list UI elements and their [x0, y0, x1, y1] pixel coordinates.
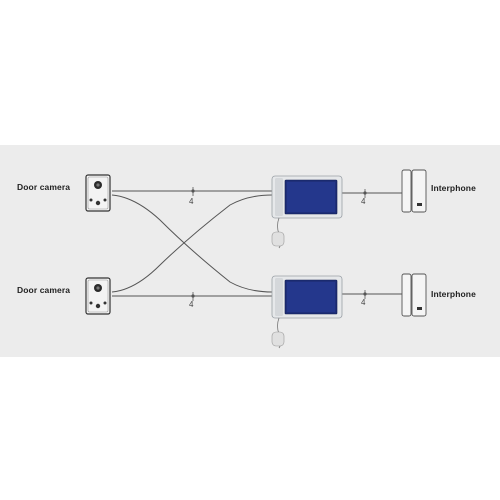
wire-count-camera-top: 4 [189, 197, 194, 206]
wire-count-interphone-bottom: 4 [361, 298, 366, 307]
wire-camera-bottom-to-monitor-top [111, 194, 273, 293]
door-camera-top-label: Door camera [17, 182, 71, 192]
interphone-top-icon [401, 169, 427, 213]
door-camera-bottom-icon [85, 277, 111, 315]
interphone-bottom-icon [401, 273, 427, 317]
indoor-monitor-top-icon [271, 175, 343, 249]
wire-count-interphone-top: 4 [361, 197, 366, 206]
interphone-top-label: Interphone [431, 183, 476, 193]
wire-count-camera-bottom: 4 [189, 300, 194, 309]
wire-markers [191, 187, 367, 301]
wiring-diagram [85, 169, 427, 349]
indoor-monitor-bottom-icon [271, 275, 343, 349]
wires-group [111, 190, 402, 297]
diagram-panel: Door camera Door camera Interphone Inter… [0, 145, 500, 357]
wire-camera-top-to-monitor-bottom [111, 194, 273, 293]
door-camera-top-icon [85, 174, 111, 212]
interphone-bottom-label: Interphone [431, 289, 476, 299]
door-camera-bottom-label: Door camera [17, 285, 71, 295]
